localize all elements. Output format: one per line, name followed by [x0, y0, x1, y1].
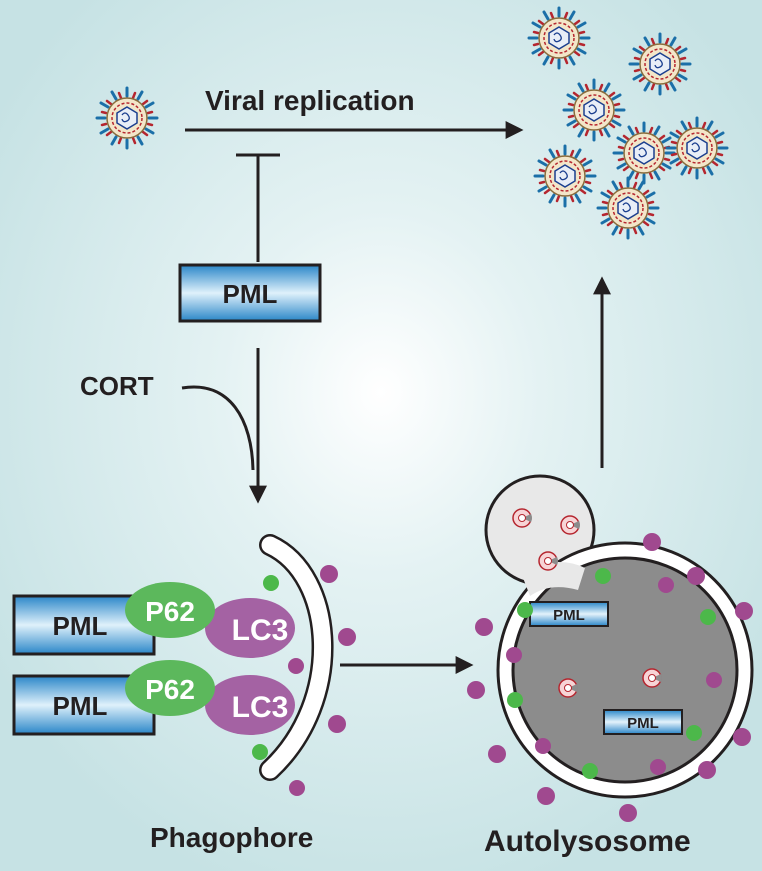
- degraded-virus-icon: [560, 515, 581, 535]
- lc3-protein: [205, 675, 295, 735]
- viral-replication-label: Viral replication: [205, 85, 415, 116]
- lc3-label: LC3: [232, 614, 289, 647]
- pml-label: PML: [53, 691, 108, 721]
- pml-fragment-1: PML: [529, 601, 609, 627]
- pml-label: PML: [223, 279, 278, 309]
- p62-label: P62: [145, 674, 195, 705]
- pml-box-central: PML: [178, 263, 322, 323]
- autolysosome-label: Autolysosome: [484, 825, 691, 858]
- phagophore-dots: [252, 565, 356, 796]
- degraded-virus-icon: [538, 551, 559, 571]
- fusion-site: [520, 561, 585, 596]
- cort-label: CORT: [80, 371, 154, 401]
- p62-protein: [125, 582, 215, 638]
- pml-p62-lc3-complex-1: LC3 PML P62: [12, 582, 295, 658]
- pml-label: PML: [627, 715, 659, 732]
- autolysosome-dots: [467, 533, 753, 822]
- degraded-virus-icon: [512, 508, 533, 528]
- phagophore-membrane: [261, 536, 331, 779]
- degraded-virus-icon: [558, 678, 579, 698]
- pml-fragment-2: PML: [603, 709, 683, 735]
- p62-label: P62: [145, 596, 195, 627]
- p62-protein: [125, 660, 215, 716]
- autolysosome: PML PML: [467, 474, 754, 822]
- lc3-label: LC3: [232, 691, 289, 724]
- degraded-virus-icon: [642, 668, 663, 688]
- lc3-protein: [205, 598, 295, 658]
- cort-arrow: [181, 385, 255, 471]
- pml-label: PML: [53, 611, 108, 641]
- pml-label: PML: [553, 607, 585, 624]
- pml-p62-lc3-complex-2: LC3 PML P62: [12, 660, 295, 736]
- phagophore-label: Phagophore: [150, 822, 313, 853]
